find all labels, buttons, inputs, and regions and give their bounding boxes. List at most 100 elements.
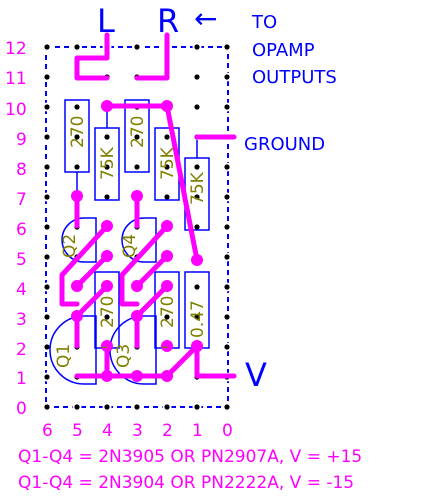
note-line-2: Q1-Q4 = 2N3904 OR PN2222A, V = -15 (18, 473, 354, 493)
hole (194, 74, 200, 80)
row-label-0: 0 (16, 399, 27, 419)
hole (224, 314, 230, 320)
v-label: V (245, 356, 267, 394)
hole (194, 404, 200, 410)
hole (194, 314, 200, 320)
trace-q4-x (119, 223, 170, 307)
dash-a: - (102, 337, 108, 357)
hole (74, 404, 80, 410)
row-labels: 12 11 10 9 8 7 6 5 4 3 2 1 0 (5, 39, 27, 419)
value-cap-047: 0.47 (188, 300, 208, 338)
label-q1: Q1 (54, 344, 74, 368)
hole (74, 164, 80, 170)
value-left-75k: 75K (98, 146, 118, 180)
hole (44, 104, 50, 110)
hole (44, 344, 50, 350)
hole (44, 74, 50, 80)
hole (104, 134, 110, 140)
trace-r-input (134, 32, 170, 81)
hole (194, 164, 200, 170)
hole (104, 314, 110, 320)
hole (44, 164, 50, 170)
left-arrow-icon: ← (194, 2, 217, 35)
row-label-2: 2 (16, 340, 27, 360)
hole (44, 224, 50, 230)
col-label-2: 2 (162, 421, 173, 441)
hole (224, 74, 230, 80)
trace-l-input (74, 32, 110, 81)
column-labels: 6 5 4 3 2 1 0 (42, 421, 233, 441)
hole (164, 164, 170, 170)
hole (224, 104, 230, 110)
hole (44, 194, 50, 200)
hole (44, 374, 50, 380)
hole (224, 224, 230, 230)
hole (134, 164, 140, 170)
row-label-5: 5 (16, 250, 27, 270)
transistor-body-q2 (61, 217, 97, 263)
junction-dots (71, 100, 203, 382)
hole (74, 44, 80, 50)
hole (104, 164, 110, 170)
hole (104, 404, 110, 410)
hole (194, 284, 200, 290)
row-label-3: 3 (16, 310, 27, 330)
value-mid-75k: 75K (158, 146, 178, 180)
value-right-75k: 75K (188, 171, 208, 205)
row-label-7: 7 (16, 190, 27, 210)
hole (164, 314, 170, 320)
label-q4: Q4 (120, 234, 140, 258)
hole (134, 134, 140, 140)
hole (44, 134, 50, 140)
hole (224, 164, 230, 170)
col-label-5: 5 (72, 421, 83, 441)
hole (164, 134, 170, 140)
col-label-4: 4 (102, 421, 113, 441)
outputs-label: OUTPUTS (252, 67, 337, 88)
row-label-8: 8 (16, 160, 27, 180)
hole (44, 44, 50, 50)
row-label-4: 4 (16, 280, 27, 300)
hole (224, 194, 230, 200)
right-channel-label: R (157, 2, 179, 40)
ground-label: GROUND (244, 134, 325, 155)
label-q3: Q3 (114, 344, 134, 368)
note-line-1: Q1-Q4 = 2N3905 OR PN2907A, V = +15 (18, 447, 362, 467)
hole (224, 404, 230, 410)
transistor-body-q3 (109, 315, 157, 385)
hole (74, 104, 80, 110)
trace-q2-y (74, 253, 110, 289)
row-label-10: 10 (5, 100, 27, 120)
notes: Q1-Q4 = 2N3905 OR PN2907A, V = +15 Q1-Q4… (18, 447, 362, 493)
hole (44, 254, 50, 260)
hole (224, 344, 230, 350)
trace-q4-y (134, 253, 170, 289)
left-channel-label: L (97, 2, 115, 40)
label-q2: Q2 (60, 234, 80, 258)
hole (194, 44, 200, 50)
hole (194, 194, 200, 200)
resistor-body-mid-270 (124, 99, 150, 173)
value-low-270-a: 270 (98, 296, 118, 328)
hole (194, 224, 200, 230)
col-label-1: 1 (192, 421, 203, 441)
component-values: 270 75K 270 75K 75K 270 270 0.47 Q2 Q4 Q… (54, 116, 208, 368)
col-label-3: 3 (132, 421, 143, 441)
row-label-12: 12 (5, 39, 27, 59)
hole (44, 284, 50, 290)
hole (44, 314, 50, 320)
hole (164, 404, 170, 410)
to-label: TO (251, 12, 277, 33)
hole (164, 194, 170, 200)
col-label-0: 0 (222, 421, 233, 441)
row-label-6: 6 (16, 220, 27, 240)
row-label-1: 1 (16, 369, 27, 389)
value-mid-270: 270 (128, 116, 148, 148)
hole (74, 134, 80, 140)
row-label-11: 11 (5, 69, 27, 89)
hole (134, 404, 140, 410)
hole (134, 44, 140, 50)
hole (44, 404, 50, 410)
